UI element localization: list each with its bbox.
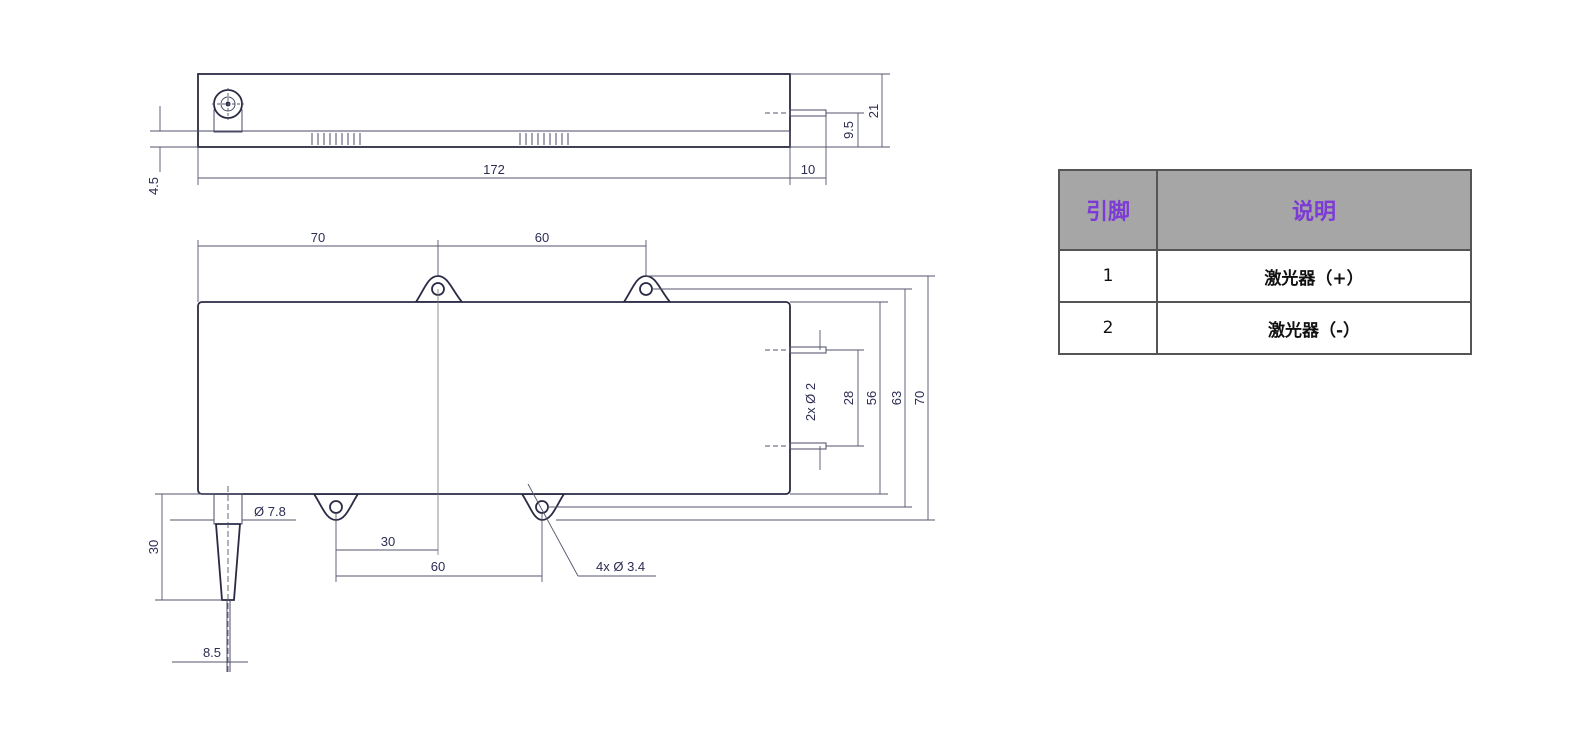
table-row: 2 激光器（-）	[1058, 301, 1472, 355]
dim-70-right: 70	[912, 391, 927, 405]
header-pin: 引脚	[1058, 169, 1158, 251]
dim-fiber-diameter: Ø 7.8	[254, 504, 286, 519]
mechanical-drawing: 172 10 21 9.5 4.5	[146, 73, 935, 672]
top-view-screw	[212, 88, 244, 133]
dim-70-top: 70	[311, 230, 325, 245]
dim-fiber-offset: 8.5	[203, 645, 221, 660]
dim-9-5: 9.5	[841, 121, 856, 139]
dim-60-bottom: 60	[431, 559, 445, 574]
vent-slots-right	[519, 133, 569, 145]
dim-172: 172	[483, 162, 505, 177]
pin-number: 1	[1058, 249, 1158, 303]
front-view: 70 60 28 56 63 70 2x Ø 2 Ø 7.8 30	[146, 230, 935, 672]
pin-number: 2	[1058, 301, 1158, 355]
pin-1	[789, 346, 827, 354]
vent-slots-left	[311, 133, 361, 145]
top-view: 172 10 21 9.5 4.5	[146, 73, 890, 195]
pin-table-header: 引脚 说明	[1058, 169, 1472, 251]
pin-table: 引脚 说明 1 激光器（+） 2 激光器（-）	[1058, 169, 1472, 355]
dim-fiber-length: 30	[146, 540, 161, 554]
top-view-pin	[789, 109, 827, 117]
fiber-pigtail	[213, 486, 243, 672]
dim-28: 28	[841, 391, 856, 405]
dim-60-top: 60	[535, 230, 549, 245]
table-row: 1 激光器（+）	[1058, 249, 1472, 303]
dim-holes: 4x Ø 3.4	[596, 559, 645, 574]
dim-63: 63	[889, 391, 904, 405]
front-view-body	[197, 301, 791, 495]
dim-21: 21	[866, 104, 881, 118]
dim-30-bottom: 30	[381, 534, 395, 549]
pin-description: 激光器（-）	[1156, 301, 1472, 355]
dim-4-5: 4.5	[146, 177, 161, 195]
pin-2	[789, 442, 827, 450]
dim-pins: 2x Ø 2	[803, 383, 818, 421]
header-desc: 说明	[1156, 169, 1472, 251]
pin-description: 激光器（+）	[1156, 249, 1472, 303]
dim-56: 56	[864, 391, 879, 405]
dim-10: 10	[801, 162, 815, 177]
top-view-body	[197, 73, 791, 148]
